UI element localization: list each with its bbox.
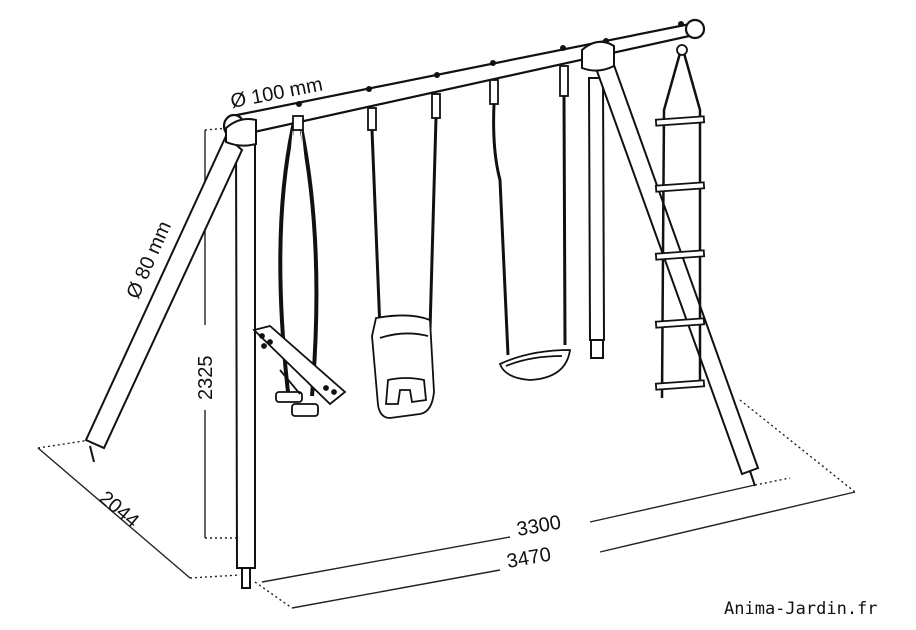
- outer-width-label: 3470: [505, 544, 553, 573]
- watermark: Anima-Jardin.fr: [724, 599, 878, 619]
- glider-swing: [252, 115, 347, 417]
- rope-ladder: [654, 44, 706, 399]
- baby-seat-swing: [367, 93, 441, 419]
- left-joint-bracket: [225, 118, 257, 147]
- right-joint-bracket: [581, 40, 615, 72]
- inner-width-label: 3300: [515, 512, 563, 541]
- depth-label: 2044: [95, 487, 143, 532]
- belt-swing: [489, 65, 572, 381]
- height-label: 2325: [195, 356, 217, 401]
- dimension-lines: [37, 127, 856, 609]
- left-front-leg: [234, 134, 256, 589]
- back-right-leg: [587, 77, 606, 359]
- left-back-leg: [84, 134, 244, 463]
